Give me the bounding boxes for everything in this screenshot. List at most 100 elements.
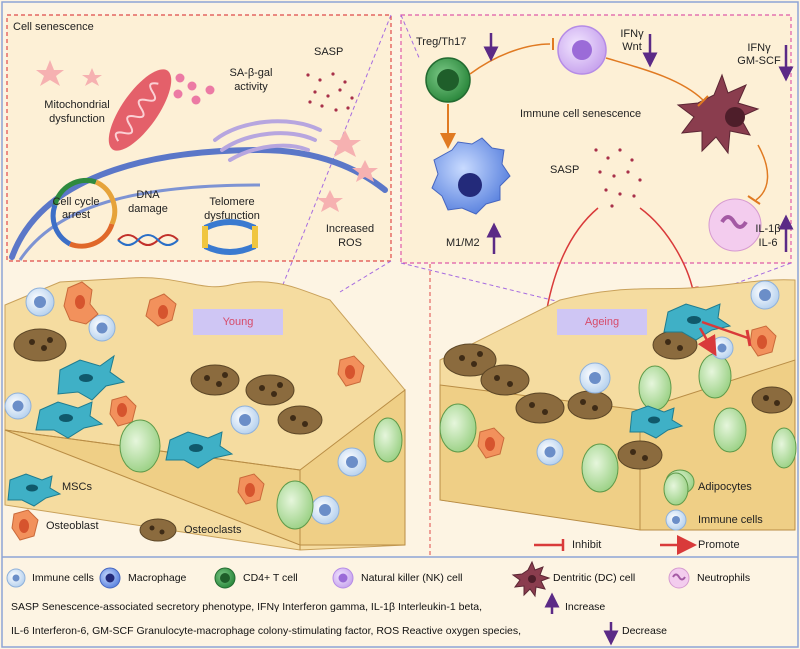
- immune-cell: [88, 314, 116, 342]
- osteoclast-cell: [652, 330, 698, 360]
- golgi-icon: [213, 119, 322, 162]
- cell-cycle-icon: [50, 177, 118, 249]
- legend-immune-cells: Immune cells: [32, 572, 94, 584]
- neutrophil-nucleus: [720, 215, 748, 229]
- adipocyte-cell: [698, 353, 732, 399]
- immune-cells-legend-icon: [6, 568, 26, 588]
- adipocyte-cell: [771, 427, 797, 469]
- immune-cell: [337, 447, 367, 477]
- osteoclast-cell: [277, 405, 323, 435]
- inhibit-arrow: [755, 144, 769, 201]
- connector-line: [400, 14, 421, 61]
- osteoblast-cell: [337, 355, 365, 387]
- inhibit-arrow: [605, 57, 704, 101]
- immune-sasp-label: SASP: [550, 164, 580, 176]
- immune-cell: [230, 405, 260, 435]
- msc-cell: [663, 303, 732, 341]
- osteoclast-cell: [617, 440, 663, 470]
- inhibit-bar: [745, 329, 752, 347]
- telomere-label: Telomere dysfunction: [204, 196, 260, 222]
- ageing-badge: Ageing: [557, 309, 647, 335]
- mscs-label: MSCs: [62, 481, 92, 493]
- legend-dc-cell: Dentritic (DC) cell: [553, 572, 636, 584]
- legend-nk-cell: Natural killer (NK) cell: [361, 572, 463, 584]
- inhibit-bar: [747, 195, 761, 205]
- nk-cell-legend-icon: [332, 567, 354, 589]
- dna-icon: [117, 234, 179, 246]
- osteoclast-cell: [480, 364, 530, 396]
- legend-increase: Increase: [565, 601, 606, 613]
- dendritic-cell-legend-icon: [511, 560, 551, 598]
- osteoblast-cell: [749, 325, 777, 357]
- osteoclasts-label: Osteoclasts: [184, 524, 242, 536]
- inhibit-arrow: [469, 43, 551, 75]
- inhibit-label: Inhibit: [572, 539, 602, 551]
- sasp-label: SASP: [314, 46, 344, 58]
- immune-cell: [579, 362, 611, 394]
- young-badge: Young: [193, 309, 283, 335]
- sagal-label: SA-β-gal activity: [229, 67, 273, 93]
- connector-line: [339, 260, 392, 293]
- immune-cell: [25, 287, 55, 317]
- osteoclast-cell: [13, 328, 67, 362]
- legend-abbrev-line2: IL-6 Interferon-6, GM-SCF Granulocyte-ma…: [11, 625, 522, 637]
- adipocyte-cell: [373, 417, 403, 463]
- legend-macrophage: Macrophage: [128, 572, 187, 584]
- promote-arrow: [639, 207, 699, 299]
- nk-cell-nucleus: [572, 40, 592, 60]
- legend-cd4-t-cell: CD4+ T cell: [243, 572, 298, 584]
- macrophage-legend-icon: [99, 567, 121, 589]
- inhibit-bar: [697, 95, 709, 107]
- msc-cell: [165, 431, 234, 469]
- immune-cell: [536, 438, 564, 466]
- dc-nucleus: [725, 107, 745, 127]
- osteoclast-cell: [245, 374, 295, 406]
- nk-factors-label: IFNγ Wnt: [620, 28, 644, 53]
- legend-abbrev-line1: SASP Senescence-associated secretory phe…: [11, 601, 483, 613]
- immune-cell: [4, 392, 32, 420]
- mito-label: Mitochondrial dysfunction: [44, 99, 110, 125]
- promote-arrow: [697, 327, 717, 357]
- immune-cells-label: Immune cells: [698, 514, 763, 526]
- telomere-icon: [202, 219, 258, 255]
- adipocyte-cell: [713, 407, 747, 453]
- inhibit-arrow: [701, 320, 749, 340]
- osteoclast-cell: [567, 390, 613, 420]
- t-cell-nucleus: [437, 69, 459, 91]
- osteoblast-cell: [477, 427, 505, 459]
- neutrophil-legend-icon: [668, 567, 690, 589]
- legend-decrease: Decrease: [622, 625, 667, 637]
- dna-label: DNA damage: [128, 189, 168, 215]
- inhibit-legend-icon: [534, 539, 565, 551]
- m1m2-label: M1/M2: [446, 237, 480, 249]
- promote-label: Promote: [698, 539, 740, 551]
- immune-cell: [710, 336, 734, 360]
- mitochondrion-icon: [108, 69, 172, 151]
- immune-cell: [310, 495, 340, 525]
- osteoblast-cell: [63, 281, 99, 325]
- sa-beta-gal-icon: [173, 73, 215, 105]
- adipocyte-legend-icon: [663, 472, 689, 506]
- senescence-panel-border: [6, 14, 392, 262]
- dendritic-cell-icon: [676, 73, 760, 155]
- senescence-title: Cell senescence: [13, 21, 94, 33]
- adipocyte-cell: [276, 480, 314, 530]
- adipocyte-cell: [638, 365, 672, 411]
- il-label: IL-1β IL-6: [755, 223, 781, 249]
- treg-label: Treg/Th17: [416, 36, 467, 48]
- adipocyte-cell: [119, 419, 161, 473]
- cycle-label: Cell cycle arrest: [52, 196, 100, 221]
- adipocyte-cell: [439, 403, 477, 453]
- sasp-dots-icon: [594, 148, 642, 208]
- immune-legend-icon: [665, 509, 687, 531]
- immune-cell: [750, 280, 780, 310]
- connector-line: [400, 262, 561, 303]
- msc-cell: [629, 405, 684, 439]
- ros-label: Increased ROS: [325, 223, 375, 249]
- adipocyte-cell: [581, 443, 619, 493]
- immune-title: Immune cell senescence: [520, 108, 642, 120]
- osteoblast-legend-icon: [11, 509, 39, 541]
- osteoclast-legend-icon: [139, 518, 177, 542]
- msc-cell: [35, 401, 104, 439]
